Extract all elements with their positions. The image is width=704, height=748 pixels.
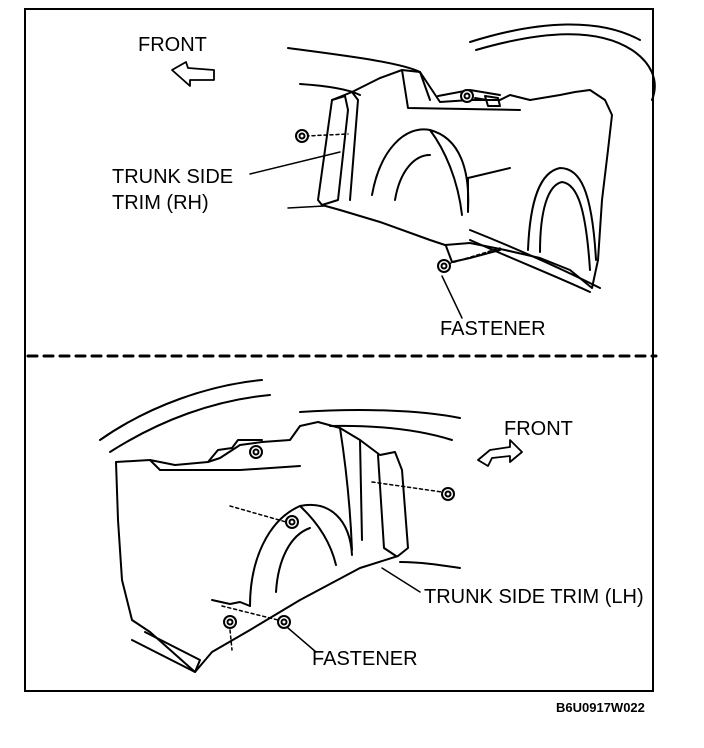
- front-label-top: FRONT: [138, 34, 207, 56]
- fastener-icon: [285, 515, 299, 529]
- fastener-icon: [295, 129, 309, 143]
- fastener-label-bottom: FASTENER: [312, 648, 418, 670]
- trunk-side-trim-rh-label-line2: TRIM (RH): [112, 192, 209, 214]
- fastener-icon: [460, 89, 474, 103]
- top-panel-drawing: [171, 23, 656, 319]
- fastener-icon: [223, 615, 237, 629]
- fastener-icon: [437, 259, 451, 273]
- fastener-icon: [277, 615, 291, 629]
- figure-code: B6U0917W022: [556, 700, 645, 715]
- front-arrow-icon: [171, 61, 215, 87]
- fastener-label-top: FASTENER: [440, 318, 546, 340]
- front-label-bottom: FRONT: [504, 418, 573, 440]
- front-arrow-icon: [477, 439, 523, 467]
- trim-lh-panel: [115, 421, 409, 673]
- trim-rh-panel: [317, 69, 613, 289]
- fastener-icon: [441, 487, 455, 501]
- trunk-side-trim-lh-label: TRUNK SIDE TRIM (LH): [424, 586, 644, 608]
- figure-frame: [24, 8, 654, 692]
- trunk-side-trim-rh-label-line1: TRUNK SIDE: [112, 166, 234, 188]
- fastener-icon: [249, 445, 263, 459]
- bottom-panel-drawing: [99, 379, 523, 673]
